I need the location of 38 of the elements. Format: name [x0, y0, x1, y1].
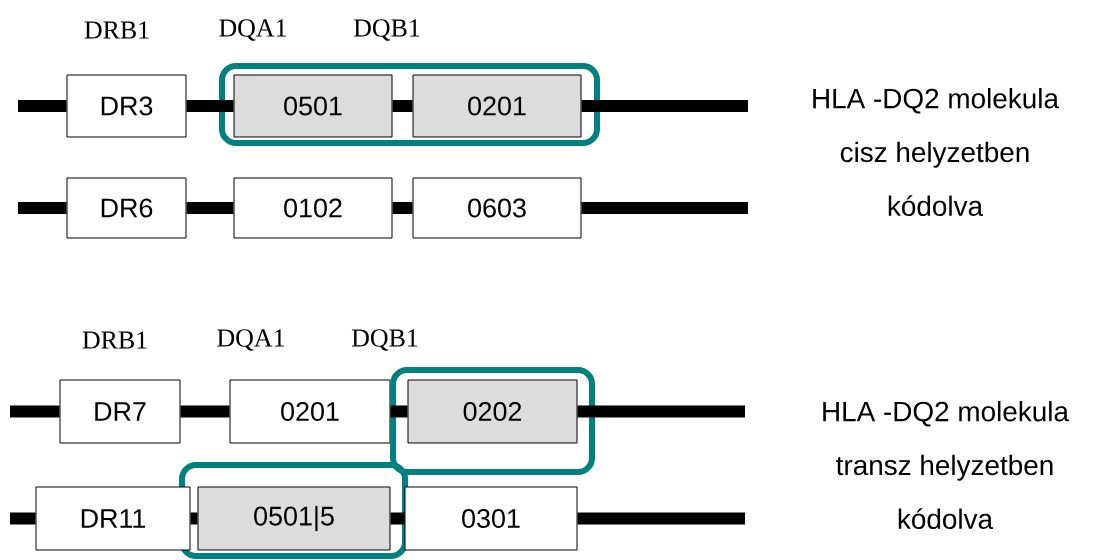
gene-heading: DQB1 [353, 19, 420, 41]
chromosome-line [10, 512, 36, 525]
gene-box: 0102 [233, 177, 393, 239]
chromosome-line [180, 405, 230, 418]
gene-box: 0301 [404, 486, 578, 551]
gene-heading: DQA1 [217, 329, 284, 351]
caption-text: HLA -DQ2 molekula transz helyzetben kódolva [823, 400, 1069, 530]
chromosome-line [581, 100, 748, 112]
gene-box: 0501 [233, 74, 393, 138]
gene-heading: DRB1 [82, 331, 147, 349]
chromosome-line [392, 202, 413, 214]
gene-box: 0603 [412, 177, 582, 239]
gene-box: DR7 [59, 379, 181, 444]
gene-box: 0201 [229, 379, 391, 444]
chromosome-line [577, 512, 745, 525]
chromosome-line [392, 100, 413, 112]
gene-box: DR6 [66, 177, 187, 239]
gene-heading: DQB1 [351, 329, 418, 351]
gene-box: DR11 [35, 486, 191, 551]
gene-heading: DRB1 [84, 21, 149, 39]
highlight-frame [219, 63, 600, 146]
gene-box: 0201 [412, 74, 582, 138]
chromosome-line [186, 202, 234, 214]
gene-box: 0501|5 [197, 486, 391, 551]
chromosome-line [18, 100, 67, 112]
chromosome-line [190, 512, 198, 525]
gene-box: DR3 [66, 74, 187, 138]
chromosome-line [581, 202, 748, 214]
caption-text: HLA -DQ2 molekula cisz helyzetben kódolva [813, 87, 1059, 217]
highlight-frame [390, 367, 595, 475]
chromosome-line [390, 405, 408, 418]
gene-box: 0202 [407, 379, 578, 444]
highlight-frame [179, 462, 408, 559]
chromosome-line [10, 405, 60, 418]
gene-heading: DQA1 [219, 19, 286, 41]
chromosome-line [18, 202, 67, 214]
chromosome-line [390, 512, 405, 525]
chromosome-line [577, 405, 745, 418]
